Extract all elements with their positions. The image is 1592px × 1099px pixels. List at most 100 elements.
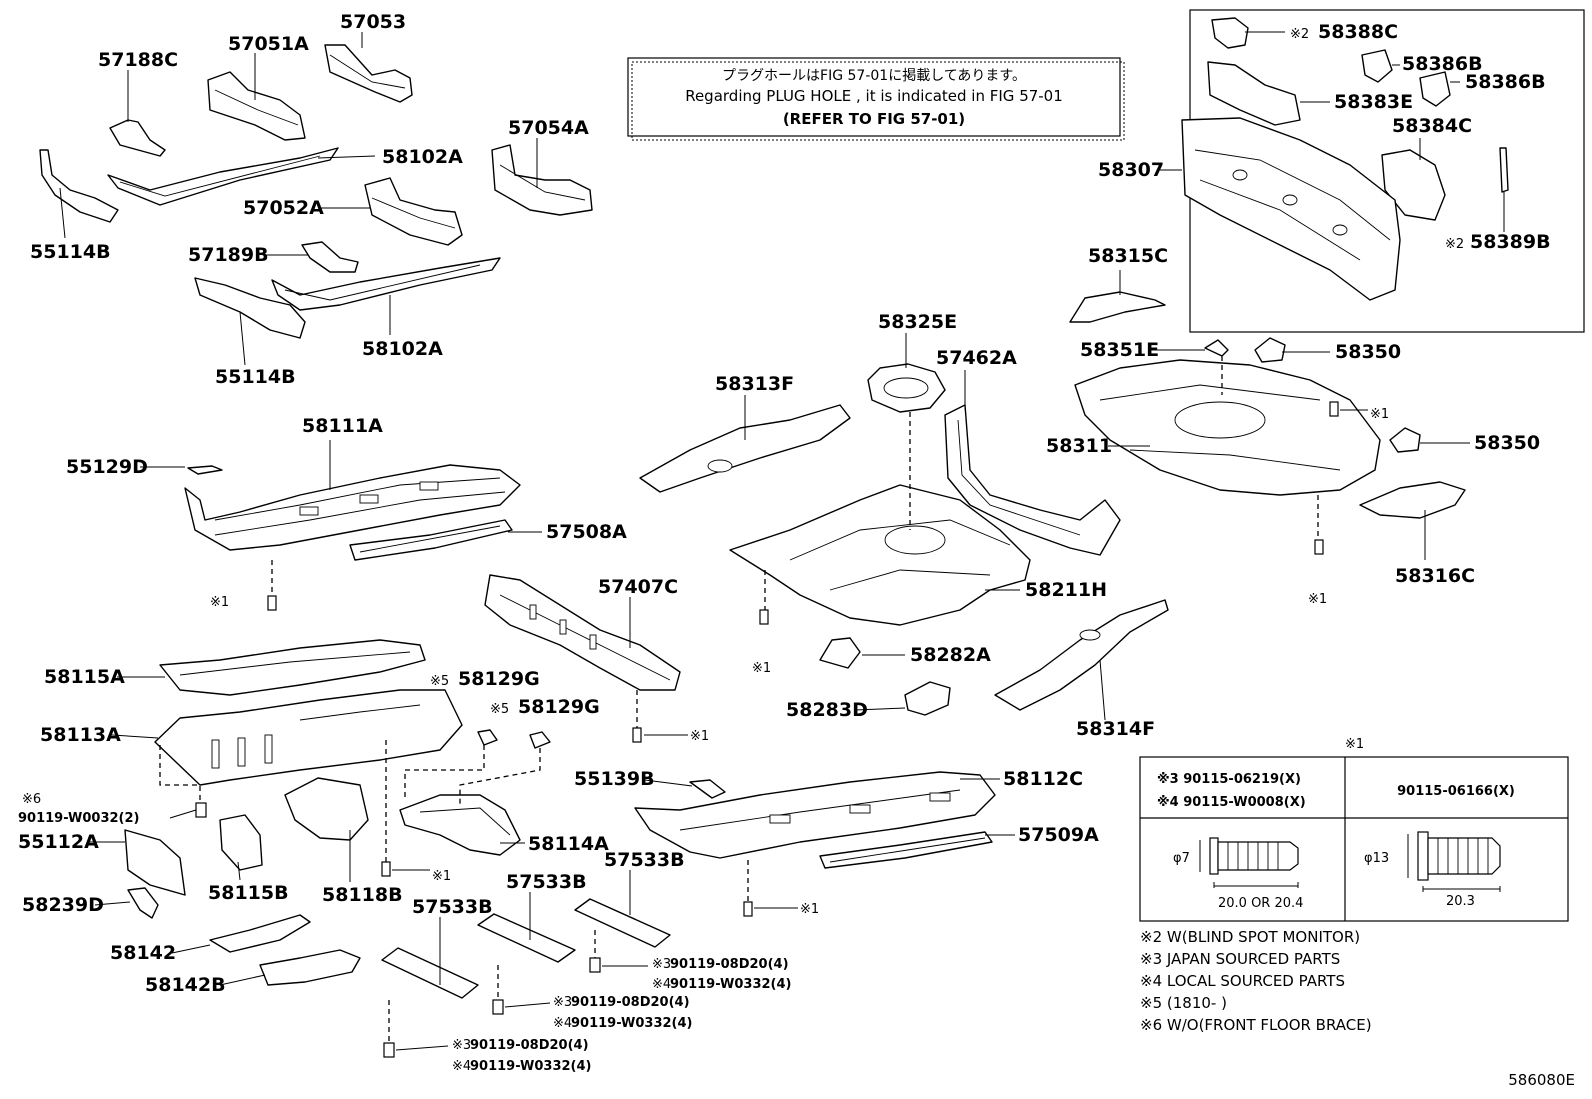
part-57533B-1-drawing bbox=[381, 947, 479, 999]
label-58386B-2: 58386B bbox=[1465, 71, 1546, 93]
mark-x1-b: ※1 bbox=[752, 661, 771, 676]
label-58142: 58142 bbox=[110, 942, 176, 964]
mark-x1-c: ※1 bbox=[690, 729, 709, 744]
part-labels: 57053 57051A 57188C 58102A 57054A 57052A… bbox=[18, 11, 1551, 996]
bolt-thread-left-icon bbox=[1199, 837, 1299, 888]
part-58239D-drawing bbox=[127, 887, 159, 919]
part-55114B-low-drawing bbox=[194, 277, 306, 339]
mark-x4-c3: ※4 bbox=[452, 1059, 471, 1074]
label-58283D: 58283D bbox=[786, 699, 868, 721]
part-57051A-drawing bbox=[207, 71, 306, 141]
bolt-x6-label: 90119-W0032(2) bbox=[18, 811, 140, 826]
label-58142B: 58142B bbox=[145, 974, 226, 996]
bolt-c2-b: 90119-W0332(4) bbox=[571, 1016, 693, 1031]
label-57189B: 57189B bbox=[188, 244, 269, 266]
label-57188C: 57188C bbox=[98, 49, 178, 71]
bolt-c3-b: 90119-W0332(4) bbox=[470, 1059, 592, 1074]
part-58325E-drawing bbox=[867, 363, 946, 413]
bolt-c3-a: 90119-08D20(4) bbox=[470, 1038, 589, 1053]
label-58115B: 58115B bbox=[208, 882, 289, 904]
label-57533B-2: 57533B bbox=[506, 871, 587, 893]
label-58307: 58307 bbox=[1098, 159, 1164, 181]
bolt-c2-a: 90119-08D20(4) bbox=[571, 995, 690, 1010]
part-55114B-top-drawing bbox=[39, 149, 119, 223]
mark-x3-c1: ※3 bbox=[652, 957, 671, 972]
fastener-table: ※1 ※3 90115-06219(X) ※4 90115-W0008(X) 9… bbox=[1139, 737, 1569, 922]
label-57462A: 57462A bbox=[936, 347, 1017, 369]
label-58315C: 58315C bbox=[1088, 245, 1168, 267]
part-58102A-low-drawing bbox=[271, 257, 501, 311]
bolt-thread-right-icon bbox=[1407, 831, 1501, 892]
mark-x1-a: ※1 bbox=[210, 595, 229, 610]
label-58114A: 58114A bbox=[528, 833, 609, 855]
label-58389B: 58389B bbox=[1470, 231, 1551, 253]
part-58115B-drawing bbox=[219, 814, 263, 871]
mark-x1-g: ※1 bbox=[800, 902, 819, 917]
part-58389B-drawing bbox=[1499, 147, 1509, 193]
label-55112A: 55112A bbox=[18, 831, 99, 853]
label-58350-2: 58350 bbox=[1474, 432, 1540, 454]
assembly-lines bbox=[159, 356, 1319, 1043]
label-58350-1: 58350 bbox=[1335, 341, 1401, 363]
mark-x4-c1: ※4 bbox=[652, 977, 671, 992]
label-58386B-1: 58386B bbox=[1402, 53, 1483, 75]
label-57052A: 57052A bbox=[243, 197, 324, 219]
legend-x3: ※3 JAPAN SOURCED PARTS bbox=[1140, 950, 1340, 968]
label-58129G-2: 58129G bbox=[518, 696, 600, 718]
label-57407C: 57407C bbox=[598, 576, 678, 598]
part-57053-drawing bbox=[324, 44, 413, 103]
label-58102A-low: 58102A bbox=[362, 338, 443, 360]
plug-hole-note: プラグホールはFIG 57-01に掲載してあります。 Regarding PLU… bbox=[627, 57, 1125, 141]
part-57462A-drawing bbox=[944, 404, 1121, 556]
part-57188C-drawing bbox=[109, 119, 166, 157]
part-57407C-drawing bbox=[484, 574, 681, 691]
mark-x6: ※6 bbox=[22, 792, 41, 807]
table-dia-right: φ13 bbox=[1364, 851, 1389, 866]
label-58118B: 58118B bbox=[322, 884, 403, 906]
label-55129D: 55129D bbox=[66, 456, 148, 478]
part-58350-2-drawing bbox=[1389, 427, 1421, 453]
part-58351E-drawing bbox=[1204, 339, 1229, 357]
table-title: ※1 bbox=[1345, 737, 1364, 752]
fastener-marks: ※1 ※1 ※1 ※1 ※1 ※1 ※1 bbox=[210, 407, 1389, 917]
legend-x2: ※2 W(BLIND SPOT MONITOR) bbox=[1140, 928, 1360, 946]
label-58282A: 58282A bbox=[910, 644, 991, 666]
label-57509A: 57509A bbox=[1018, 824, 1099, 846]
label-58112C: 58112C bbox=[1003, 768, 1083, 790]
label-58383E: 58383E bbox=[1334, 91, 1413, 113]
mark-x1-d: ※1 bbox=[1370, 407, 1389, 422]
table-left-line1: ※3 90115-06219(X) bbox=[1157, 772, 1301, 787]
part-58311-drawing bbox=[1074, 359, 1381, 496]
mark-x1-e: ※1 bbox=[1308, 592, 1327, 607]
label-55114B-low: 55114B bbox=[215, 366, 296, 388]
part-58142-drawing bbox=[209, 914, 311, 953]
part-58314F-drawing bbox=[994, 599, 1169, 711]
label-58313F: 58313F bbox=[715, 373, 794, 395]
note-line-refer: (REFER TO FIG 57-01) bbox=[783, 110, 965, 128]
mark-x2-b: ※2 bbox=[1445, 237, 1464, 252]
part-58129G-1-drawing bbox=[477, 729, 498, 746]
bolt-callouts: ※6 90119-W0032(2) ※3 90119-08D20(4) ※4 9… bbox=[18, 792, 792, 1074]
label-58384C: 58384C bbox=[1392, 115, 1472, 137]
part-58211H-drawing bbox=[729, 484, 1031, 626]
label-57054A: 57054A bbox=[508, 117, 589, 139]
part-57509A-drawing bbox=[819, 831, 993, 869]
leader-lines bbox=[59, 31, 1505, 986]
part-57533B-2-drawing bbox=[477, 913, 576, 963]
label-58325E: 58325E bbox=[878, 311, 957, 333]
part-58316C-drawing bbox=[1359, 481, 1466, 519]
label-58115A: 58115A bbox=[44, 666, 125, 688]
part-58386B-1-drawing bbox=[1361, 49, 1393, 83]
label-58351E: 58351E bbox=[1080, 339, 1159, 361]
label-57051A: 57051A bbox=[228, 33, 309, 55]
legend-x4: ※4 LOCAL SOURCED PARTS bbox=[1140, 972, 1345, 990]
label-58129G-1: 58129G bbox=[458, 668, 540, 690]
part-58315C-drawing bbox=[1069, 291, 1166, 323]
label-57508A: 57508A bbox=[546, 521, 627, 543]
label-58111A: 58111A bbox=[302, 415, 383, 437]
table-dia-left: φ7 bbox=[1173, 851, 1190, 866]
fasteners bbox=[195, 401, 1339, 1058]
part-58383E-drawing bbox=[1207, 61, 1301, 126]
label-57053: 57053 bbox=[340, 11, 406, 33]
